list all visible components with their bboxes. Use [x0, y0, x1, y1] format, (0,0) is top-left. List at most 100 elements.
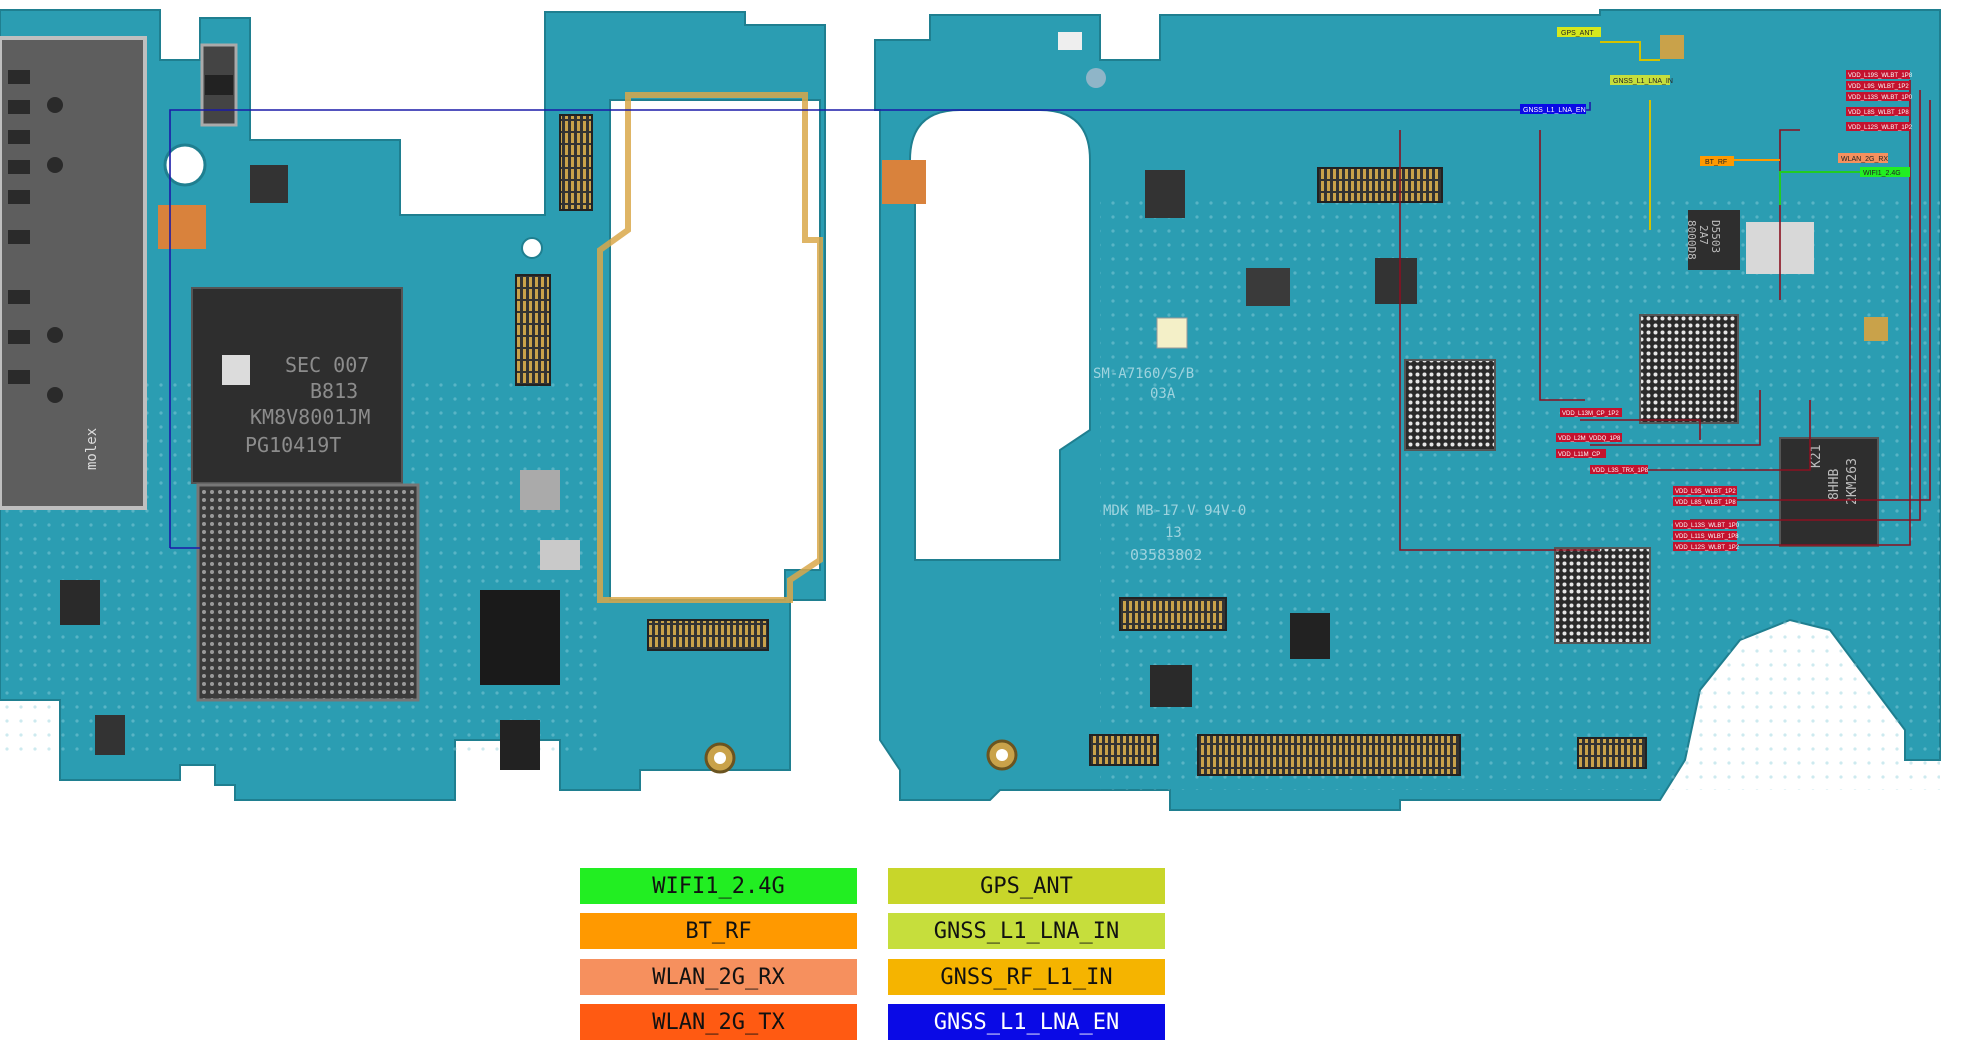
- trace-red-g: [1590, 390, 1761, 446]
- board-model-text-2: 03A: [1150, 386, 1176, 402]
- vdd-label-1: VDD_L9S_WLBT_1P2: [1848, 84, 1909, 90]
- trace-red-d: [1690, 90, 1921, 521]
- net-legend: WIFI1_2.4G GPS_ANT BT_RF GNSS_L1_LNA_IN …: [580, 868, 1165, 1042]
- left-board-cutout: [609, 99, 821, 601]
- right-chip-g: [1246, 268, 1290, 306]
- memory-chip-line3: KM8V8001JM: [250, 405, 370, 429]
- vdd-label-2: VDD_L13S_WLBT_1P0: [1848, 95, 1913, 101]
- left-gold-frame: [597, 92, 823, 603]
- right-bga-rf: [1639, 314, 1739, 424]
- net-label-bt-rf: BT_RF: [1705, 159, 1727, 166]
- vdd-label-stack-top: VDD_L19S_WLBT_1P8 VDD_L9S_WLBT_1P2 VDD_L…: [1846, 70, 1913, 131]
- net-label-wifi-bg: [1860, 167, 1910, 177]
- legend-wlan-2g-tx: WLAN_2G_TX: [580, 1004, 857, 1040]
- legend-gnss-l1-lna-en: GNSS_L1_LNA_EN: [888, 1004, 1165, 1040]
- left-chip-e: [60, 580, 100, 625]
- net-label-bt-rf-bg: [1700, 156, 1734, 166]
- net-label-wifi: WIFI1_2.4G: [1863, 170, 1901, 177]
- left-copper-pad: [158, 205, 206, 249]
- right-connector-mid: [1119, 597, 1227, 631]
- right-top-button: [1058, 32, 1082, 50]
- connector-brand: molex: [84, 428, 100, 470]
- vdd-label-11: VDD_L13S_WLBT_1P0: [1675, 523, 1740, 529]
- vdd-label-13: VDD_L12S_WLBT_1P2: [1675, 545, 1740, 551]
- left-connector-a: [559, 114, 593, 211]
- net-label-gnss-lna-en: GNSS_L1_LNA_EN: [1523, 107, 1586, 114]
- legend-gps-ant: GPS_ANT: [888, 868, 1165, 904]
- memory-chip-line2: B813: [310, 379, 358, 403]
- right-bga-lower: [1554, 547, 1651, 644]
- net-label-gps-ant: GPS_ANT: [1561, 30, 1594, 37]
- net-label-gnss-lna-en-bg: [1520, 104, 1586, 114]
- left-shield-a: [520, 470, 560, 510]
- memory-chip-line1: SEC 007: [285, 353, 369, 377]
- vdd-label-stack-bottom: VDD_L9S_WLBT_1P2 VDD_L8S_WLBT_1P8 VDD_L1…: [1673, 486, 1740, 551]
- left-connector-c: [647, 619, 769, 651]
- trace-green-wifi: [1779, 171, 1860, 205]
- board-number-text: 13: [1165, 525, 1182, 541]
- left-connector-b: [515, 274, 551, 386]
- legend-label: GNSS_RF_L1_IN: [940, 964, 1113, 990]
- left-screw-hole: [714, 752, 726, 764]
- legend-label: WLAN_2G_RX: [652, 964, 785, 990]
- chip-d5503-line2: 2A7: [1697, 225, 1710, 245]
- trace-red-a: [1399, 130, 1600, 551]
- net-label-gps-ant-bg: [1557, 27, 1601, 37]
- vdd-label-3: VDD_L8S_WLBT_1P8: [1848, 110, 1909, 116]
- net-label-gnss-lna-in: GNSS_L1_LNA_IN: [1613, 78, 1673, 85]
- right-chip-e: [1375, 258, 1417, 304]
- left-shield-b: [540, 540, 580, 570]
- chip-d5503-line1: D5503: [1709, 220, 1722, 253]
- vdd-label-0: VDD_L19S_WLBT_1P8: [1848, 73, 1913, 79]
- vdd-label-7: VDD_L11M_CP: [1558, 452, 1600, 458]
- left-chip-b: [480, 590, 560, 685]
- right-board-cutout: [908, 109, 1091, 561]
- right-chip-f: [1145, 170, 1185, 218]
- signal-traces: [169, 41, 1931, 551]
- pcb-diagram: molex SEC 007 B813 KM8V8001JM PG10419T: [0, 9, 1941, 811]
- legend-wlan-2g-rx: WLAN_2G_RX: [580, 959, 857, 995]
- vdd-label-6: VDD_L2M_VDDQ_1P8: [1558, 436, 1621, 442]
- right-chip-d5503: [1688, 210, 1740, 270]
- board-net-labels: GPS_ANT GNSS_L1_LNA_IN GNSS_L1_LNA_EN BT…: [1520, 27, 1913, 551]
- trace-red-f: [1580, 419, 1701, 440]
- vdd-label-stack-mid: VDD_L13M_CP_1P2 VDD_L2M_VDDQ_1P8 VDD_L11…: [1556, 408, 1649, 474]
- left-mount-hole: [163, 143, 207, 187]
- right-top-pad: [1086, 68, 1106, 88]
- sim-tray: [0, 36, 147, 510]
- legend-label: GPS_ANT: [980, 873, 1073, 899]
- sim-tray-pins: [8, 70, 63, 403]
- legend-label: BT_RF: [685, 918, 752, 944]
- vdd-label-12: VDD_L11S_WLBT_1P8: [1675, 534, 1739, 540]
- legend-label: WLAN_2G_TX: [652, 1009, 785, 1035]
- left-chip-d: [95, 715, 125, 755]
- vdd-label-5: VDD_L13M_CP_1P2: [1562, 411, 1619, 417]
- legend-gnss-rf-l1-in: GNSS_RF_L1_IN: [888, 959, 1165, 995]
- trace-red-i: [1600, 400, 1811, 471]
- board-mdk-text: MDK MB-17 V 94V-0: [1103, 503, 1246, 519]
- net-label-gnss-lna-in-bg: [1610, 75, 1670, 85]
- right-connector-top: [1317, 167, 1443, 203]
- vdd-label-9: VDD_L9S_WLBT_1P2: [1675, 489, 1736, 495]
- chip-k21-line3: 2KM263: [1845, 458, 1860, 505]
- trace-red-c: [1680, 80, 1911, 546]
- legend-gnss-l1-lna-in: GNSS_L1_LNA_IN: [888, 913, 1165, 949]
- board-serial-text: 03583802: [1130, 546, 1202, 564]
- left-chip-c: [500, 720, 540, 770]
- right-bga-center: [1404, 359, 1496, 451]
- chip-k21-line1: K21: [1809, 445, 1824, 468]
- memory-chip-qr: [222, 355, 250, 385]
- trace-gnss-lna-en: [169, 102, 1591, 548]
- vdd-label-4: VDD_L12S_WLBT_1P2: [1848, 125, 1913, 131]
- right-white-led: [1156, 317, 1188, 349]
- vdd-label-10: VDD_L8S_WLBT_1P8: [1675, 500, 1736, 506]
- left-mount-hole-b: [521, 237, 543, 259]
- legend-label: GNSS_L1_LNA_EN: [933, 1009, 1120, 1035]
- right-gold-pad-b: [1864, 317, 1888, 341]
- legend-wifi1-2-4g: WIFI1_2.4G: [580, 868, 857, 904]
- right-screw-hole: [996, 749, 1008, 761]
- trace-red-h: [1779, 129, 1800, 300]
- net-label-wlan-rx-bg: [1838, 153, 1888, 163]
- right-chip-k21: [1779, 437, 1879, 547]
- memory-chip-line4: PG10419T: [245, 433, 341, 457]
